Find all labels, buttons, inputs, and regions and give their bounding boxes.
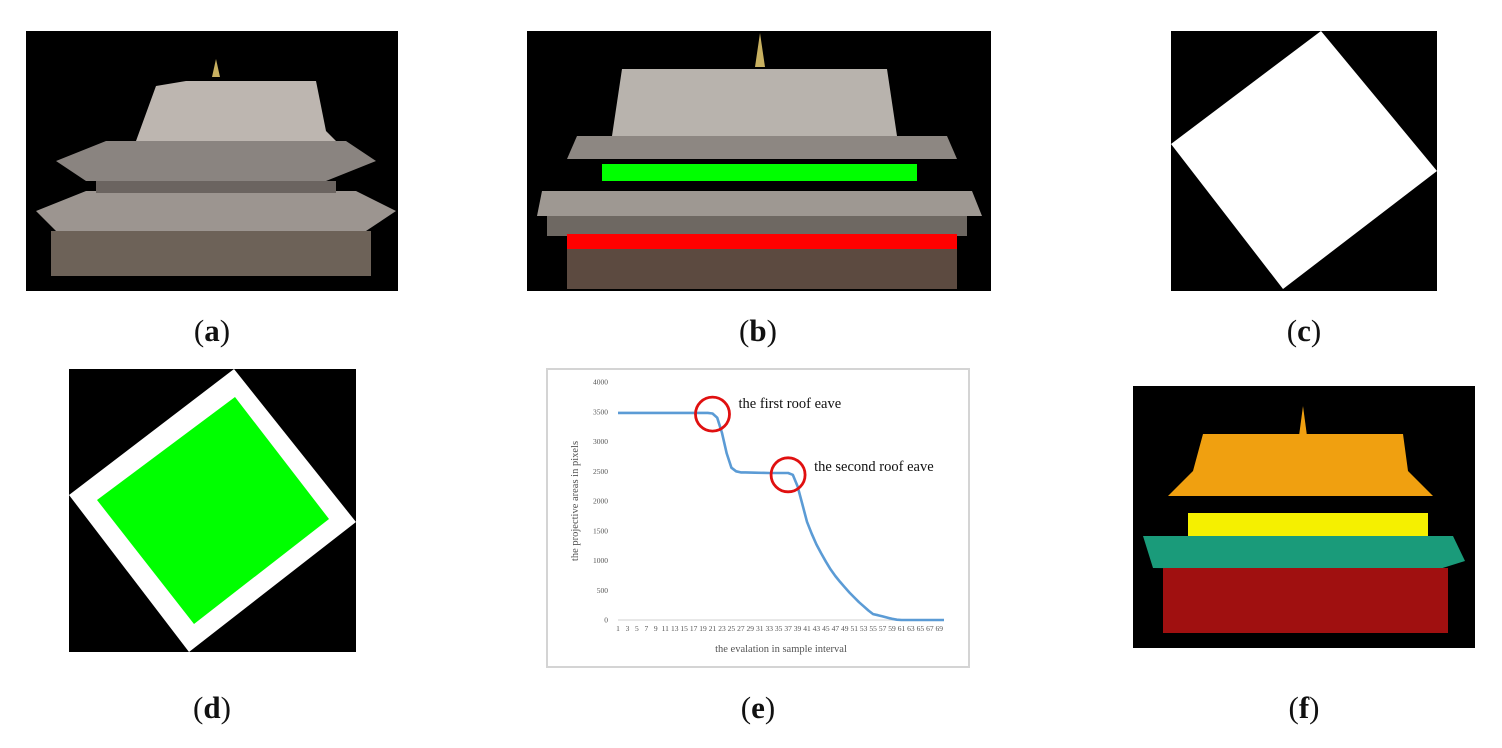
segmented-temple (1143, 406, 1465, 633)
x-tick-label: 9 (654, 624, 658, 633)
panel-b-image (527, 31, 991, 291)
panel-f-image (1133, 386, 1475, 648)
x-axis-label: the evalation in sample interval (715, 644, 847, 655)
x-tick-label: 29 (747, 624, 755, 633)
y-tick-label: 2000 (593, 497, 608, 506)
temple-front-view (537, 33, 982, 289)
temple-point-cloud (36, 59, 396, 276)
x-tick-label: 23 (718, 624, 726, 633)
caption-c: (c) (1286, 313, 1322, 348)
x-tick-label: 61 (898, 624, 906, 633)
roof-projection-white (1171, 31, 1437, 289)
x-tick-label: 15 (680, 624, 688, 633)
y-tick-label: 1000 (593, 556, 608, 565)
annotation-circle (694, 395, 731, 433)
x-tick-label: 41 (803, 624, 811, 633)
annotation-label: the first roof eave (738, 396, 841, 412)
second-eave-band (567, 234, 957, 249)
x-tick-label: 31 (756, 624, 764, 633)
y-axis-label: the projective areas in pixels (570, 441, 581, 561)
annotation-circle (769, 456, 807, 494)
y-tick-label: 2500 (593, 467, 608, 476)
y-tick-label: 3500 (593, 407, 608, 416)
y-tick-label: 0 (604, 616, 608, 625)
roof-projection-green (69, 369, 356, 652)
x-tick-label: 43 (813, 624, 821, 633)
x-tick-label: 63 (907, 624, 915, 633)
x-tick-label: 13 (671, 624, 679, 633)
y-tick-label: 500 (597, 586, 609, 595)
x-tick-label: 57 (879, 624, 887, 633)
annotation-label: the second roof eave (814, 459, 934, 475)
x-tick-label: 3 (626, 624, 630, 633)
panel-c-image (1171, 31, 1437, 291)
x-tick-label: 49 (841, 624, 849, 633)
x-tick-label: 59 (888, 624, 896, 633)
x-tick-label: 25 (728, 624, 736, 633)
x-tick-label: 37 (784, 624, 792, 633)
x-tick-label: 65 (917, 624, 925, 633)
x-tick-label: 1 (616, 624, 620, 633)
x-tick-label: 53 (860, 624, 868, 633)
x-tick-label: 45 (822, 624, 830, 633)
y-tick-label: 3000 (593, 437, 608, 446)
panel-a-image (26, 31, 398, 291)
x-tick-label: 27 (737, 624, 745, 633)
y-tick-label: 4000 (593, 378, 608, 387)
x-tick-label: 69 (936, 624, 944, 633)
x-tick-label: 47 (832, 624, 840, 633)
caption-f: (f) (1288, 690, 1320, 725)
x-tick-label: 67 (926, 624, 934, 633)
x-tick-label: 39 (794, 624, 802, 633)
x-tick-label: 55 (869, 624, 877, 633)
caption-b: (b) (739, 313, 777, 348)
x-tick-label: 21 (709, 624, 717, 633)
series-line (618, 411, 944, 622)
panel-d-image (69, 369, 356, 652)
x-tick-label: 5 (635, 624, 639, 633)
caption-a: (a) (193, 313, 231, 348)
x-tick-label: 11 (662, 624, 669, 633)
x-tick-label: 7 (644, 624, 648, 633)
y-tick-label: 1500 (593, 526, 608, 535)
x-tick-label: 17 (690, 624, 698, 633)
x-tick-label: 51 (850, 624, 858, 633)
x-tick-label: 33 (765, 624, 773, 633)
x-tick-label: 35 (775, 624, 783, 633)
caption-e: (e) (740, 690, 776, 725)
x-tick-label: 19 (699, 624, 707, 633)
first-eave-band (602, 164, 917, 181)
caption-d: (d) (193, 690, 231, 725)
